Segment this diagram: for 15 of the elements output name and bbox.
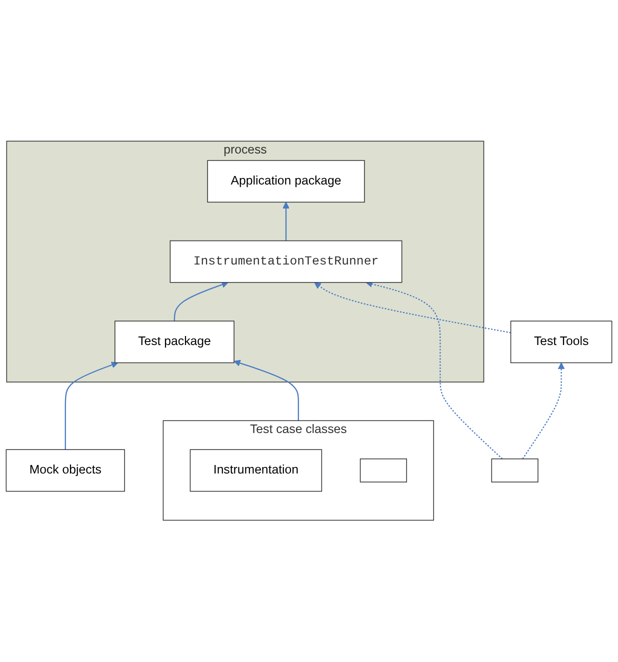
node-box	[360, 458, 407, 483]
node-box: Mock objects	[6, 450, 125, 492]
node-box: Test Tools	[510, 320, 612, 364]
arrow	[174, 282, 228, 322]
arrow	[522, 362, 565, 460]
node-box: Application package	[207, 160, 365, 203]
arrow	[282, 202, 290, 242]
node-box	[491, 458, 538, 483]
arrow	[234, 360, 299, 421]
arrow	[64, 362, 118, 450]
arrow	[366, 281, 503, 460]
node-box: Instrumentation	[190, 450, 322, 492]
node-box: InstrumentationTestRunner	[170, 240, 402, 284]
node-box: Test package	[114, 320, 234, 364]
arrow	[314, 282, 511, 334]
